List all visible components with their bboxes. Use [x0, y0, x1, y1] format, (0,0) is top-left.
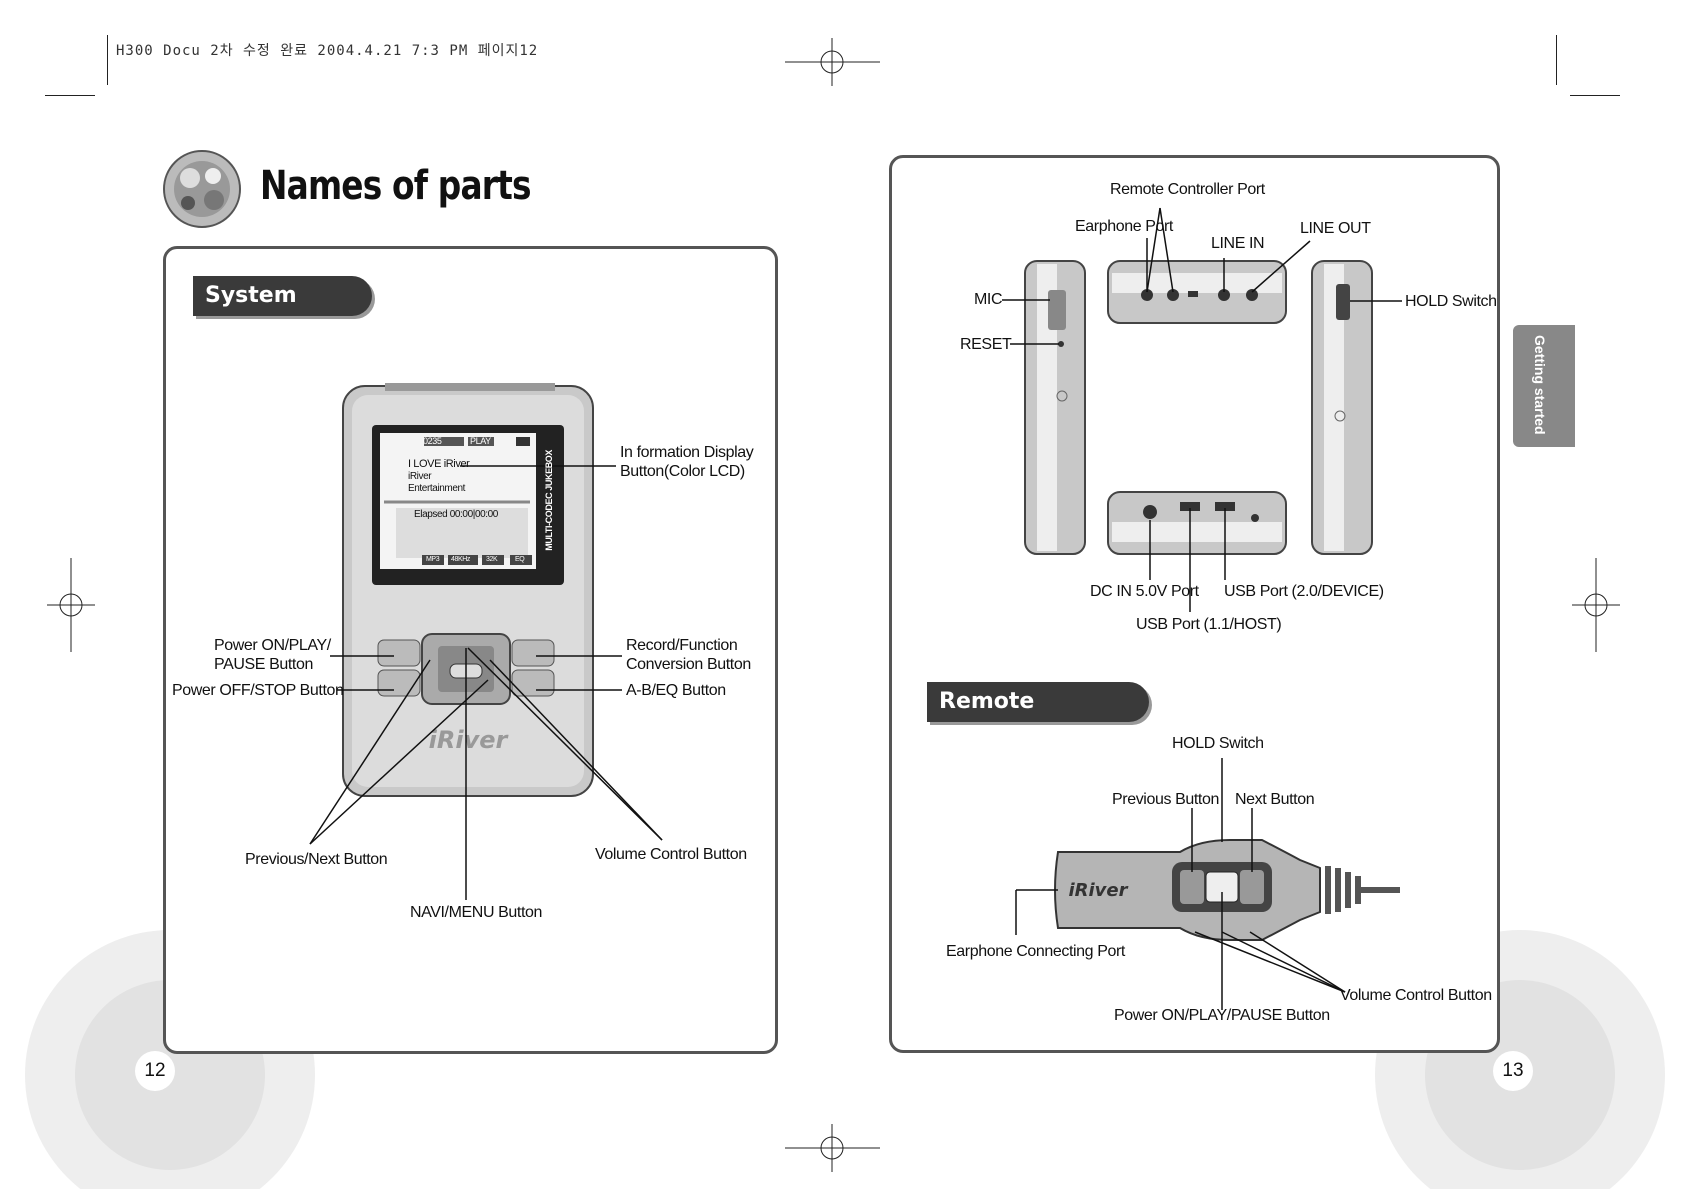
system-tab: System [193, 276, 372, 316]
label-usb-device: USB Port (2.0/DEVICE) [1224, 583, 1384, 600]
page-number-left: 12 [135, 1051, 175, 1091]
side-tab-getting-started: Getting started [1513, 325, 1575, 447]
label-remote-volume: Volume Control Button [1340, 987, 1492, 1004]
label-line-out: LINE OUT [1300, 220, 1371, 237]
label-remote-prev: Previous Button [1112, 791, 1219, 808]
label-remote-earphone: Earphone Connecting Port [946, 943, 1125, 960]
screen-elapsed: Elapsed 00:00|00:00 [414, 509, 498, 520]
svg-text:iRiver: iRiver [429, 726, 510, 754]
screen-line-1: I LOVE iRiver [408, 458, 470, 470]
page-number-right: 13 [1493, 1051, 1533, 1091]
screen-line-2: iRiver [408, 471, 432, 482]
registration-mark-right [1572, 558, 1620, 652]
label-abeq: A-B/EQ Button [626, 682, 726, 699]
print-header: H300 Docu 2차 수정 완료 2004.4.21 7:3 PM 페이지1… [116, 43, 539, 59]
crop-mark [107, 35, 108, 85]
screen-tag: MP3 [426, 556, 440, 563]
registration-mark-bottom [785, 1124, 880, 1172]
label-power-off: Power OFF/STOP Button [172, 682, 344, 699]
crop-mark [45, 95, 95, 96]
crop-mark [1556, 35, 1557, 85]
registration-mark-top [785, 38, 880, 86]
label-remote-hold: HOLD Switch [1172, 735, 1264, 752]
label-navi: NAVI/MENU Button [410, 904, 543, 921]
label-reset: RESET [960, 336, 1012, 353]
label-remote-power: Power ON/PLAY/PAUSE Button [1114, 1007, 1330, 1024]
label-dc-in: DC IN 5.0V Port [1090, 583, 1199, 600]
label-power-on: Power ON/PLAY/ PAUSE Button [214, 637, 331, 673]
screen-tag: 48KHz [451, 556, 471, 563]
label-remote-port: Remote Controller Port [1110, 181, 1265, 198]
label-prev-next: Previous/Next Button [245, 851, 388, 868]
label-info-display: In formation Display Button(Color LCD) [620, 444, 754, 480]
label-record: Record/Function Conversion Button [626, 637, 751, 673]
page-title: Names of parts [260, 163, 532, 209]
screen-time: 0235 [423, 436, 442, 446]
screen-tag: 32K [486, 556, 498, 563]
label-line-in: LINE IN [1211, 235, 1265, 252]
label-usb-host: USB Port (1.1/HOST) [1136, 616, 1282, 633]
label-remote-next: Next Button [1235, 791, 1315, 808]
registration-mark-left [47, 558, 95, 652]
crop-mark [1570, 95, 1620, 96]
screen-tag: EQ [515, 556, 525, 563]
screen-mode: PLAY [470, 436, 491, 446]
label-earphone-port: Earphone Port [1075, 218, 1173, 235]
label-volume: Volume Control Button [595, 846, 747, 863]
label-hold-switch: HOLD Switch [1405, 293, 1497, 310]
remote-controller-tab: Remote Controller [927, 682, 1149, 754]
label-mic: MIC [974, 291, 1003, 308]
screen-line-3: Entertainment [408, 483, 466, 494]
svg-text:iRiver: iRiver [1068, 880, 1128, 901]
